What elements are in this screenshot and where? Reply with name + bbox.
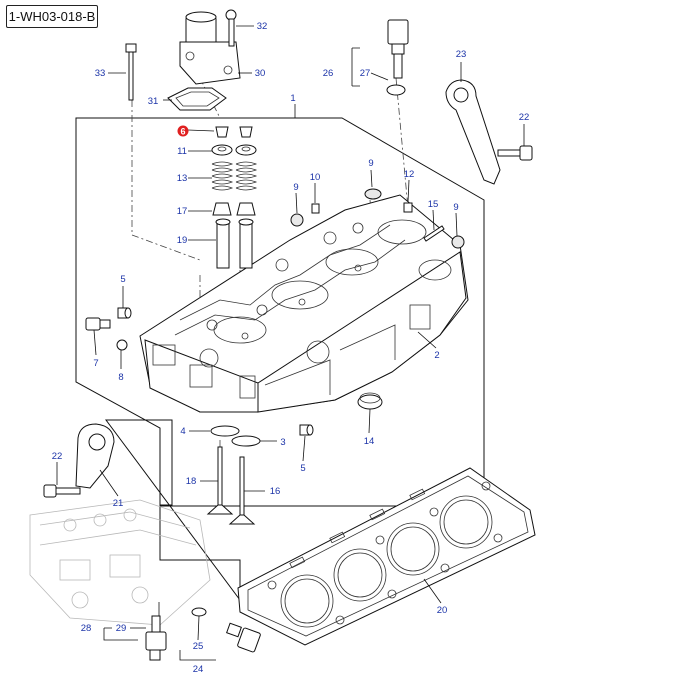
bracket-24 (179, 650, 216, 661)
temperature-sensor-top (387, 19, 409, 79)
washer-8 (116, 339, 128, 351)
core-plug-9-top (364, 188, 382, 200)
callout-28: 28 (81, 623, 92, 634)
cylinder-head (139, 194, 469, 413)
callout-4: 4 (180, 426, 185, 437)
callout-3: 3 (280, 437, 285, 448)
callout-5-lower: 5 (300, 463, 305, 474)
bracket-28 (103, 627, 138, 641)
callout-9-top: 9 (368, 158, 373, 169)
plug-5-lower (299, 424, 314, 436)
sensor-29 (145, 615, 167, 661)
callout-21: 21 (113, 498, 124, 509)
callout-18: 18 (186, 476, 197, 487)
sensor-24 (226, 622, 261, 653)
core-plug-14 (357, 392, 383, 410)
valve-springs (211, 161, 258, 191)
callout-19: 19 (177, 235, 188, 246)
callout-2: 2 (434, 350, 439, 361)
callout-24: 24 (193, 664, 204, 674)
callout-9-left: 9 (293, 182, 298, 193)
plug-10 (311, 203, 320, 214)
callout-32: 32 (257, 21, 268, 32)
callout-9-right: 9 (453, 202, 458, 213)
plug-12 (403, 202, 413, 213)
lifting-eye-bolt-22-rear (497, 145, 533, 161)
thermostat-gasket (167, 87, 227, 111)
spring-retainers (211, 144, 257, 156)
callout-13: 13 (177, 173, 188, 184)
callout-16: 16 (270, 486, 281, 497)
intake-valve-18 (206, 446, 234, 515)
callout-12: 12 (404, 169, 415, 180)
callout-8: 8 (118, 372, 123, 383)
thermostat-housing (179, 11, 241, 85)
valve-stem-seals (212, 202, 256, 216)
diagram-reference-code: 1-WH03-018-B (6, 5, 98, 28)
callout-14: 14 (364, 436, 375, 447)
callout-25: 25 (193, 641, 204, 652)
callout-30: 30 (255, 68, 266, 79)
callout-11: 11 (177, 146, 187, 157)
washer-25 (191, 607, 207, 617)
callout-15: 15 (428, 199, 439, 210)
callout-31: 31 (148, 96, 159, 107)
plug-7 (85, 317, 111, 331)
callout-27: 27 (360, 68, 371, 79)
engine-block-ghost (29, 499, 211, 626)
callout-20: 20 (437, 605, 448, 616)
axis-line (395, 77, 411, 231)
lifting-eye-rear (445, 79, 501, 185)
exhaust-valve-16 (228, 456, 256, 525)
callout-22-front: 22 (52, 451, 63, 462)
callout-23: 23 (456, 49, 467, 60)
callout-6: 6 (180, 127, 185, 137)
housing-bolt-32 (225, 9, 237, 47)
callout-1: 1 (290, 93, 295, 104)
highlight-marker-6 (177, 125, 189, 137)
callout-33: 33 (95, 68, 106, 79)
dowel-15 (423, 225, 445, 242)
bracket-26 (351, 47, 360, 87)
sensor-washer-27 (386, 84, 406, 96)
housing-bolt-33 (125, 43, 137, 101)
callout-5-upper: 5 (120, 274, 125, 285)
callout-7: 7 (93, 358, 98, 369)
core-plug-9-left (290, 213, 304, 227)
lifting-eye-front (75, 423, 115, 489)
valve-seat-4 (210, 425, 240, 437)
callout-26: 26 (323, 68, 334, 79)
callout-10: 10 (310, 172, 321, 183)
core-plug-9-right (451, 235, 465, 249)
axis-line (131, 234, 201, 261)
valve-seat-3 (231, 435, 261, 447)
plug-5-upper (117, 307, 132, 319)
valve-guides (215, 218, 254, 269)
callout-29: 29 (116, 623, 127, 634)
head-gasket (237, 467, 536, 646)
callout-17: 17 (177, 206, 188, 217)
head-assembly-frame (75, 117, 485, 507)
lifting-eye-bolt-22-front (43, 484, 81, 498)
leader-lines (56, 25, 525, 641)
callout-22-rear: 22 (519, 112, 530, 123)
valve-keepers (215, 126, 253, 138)
